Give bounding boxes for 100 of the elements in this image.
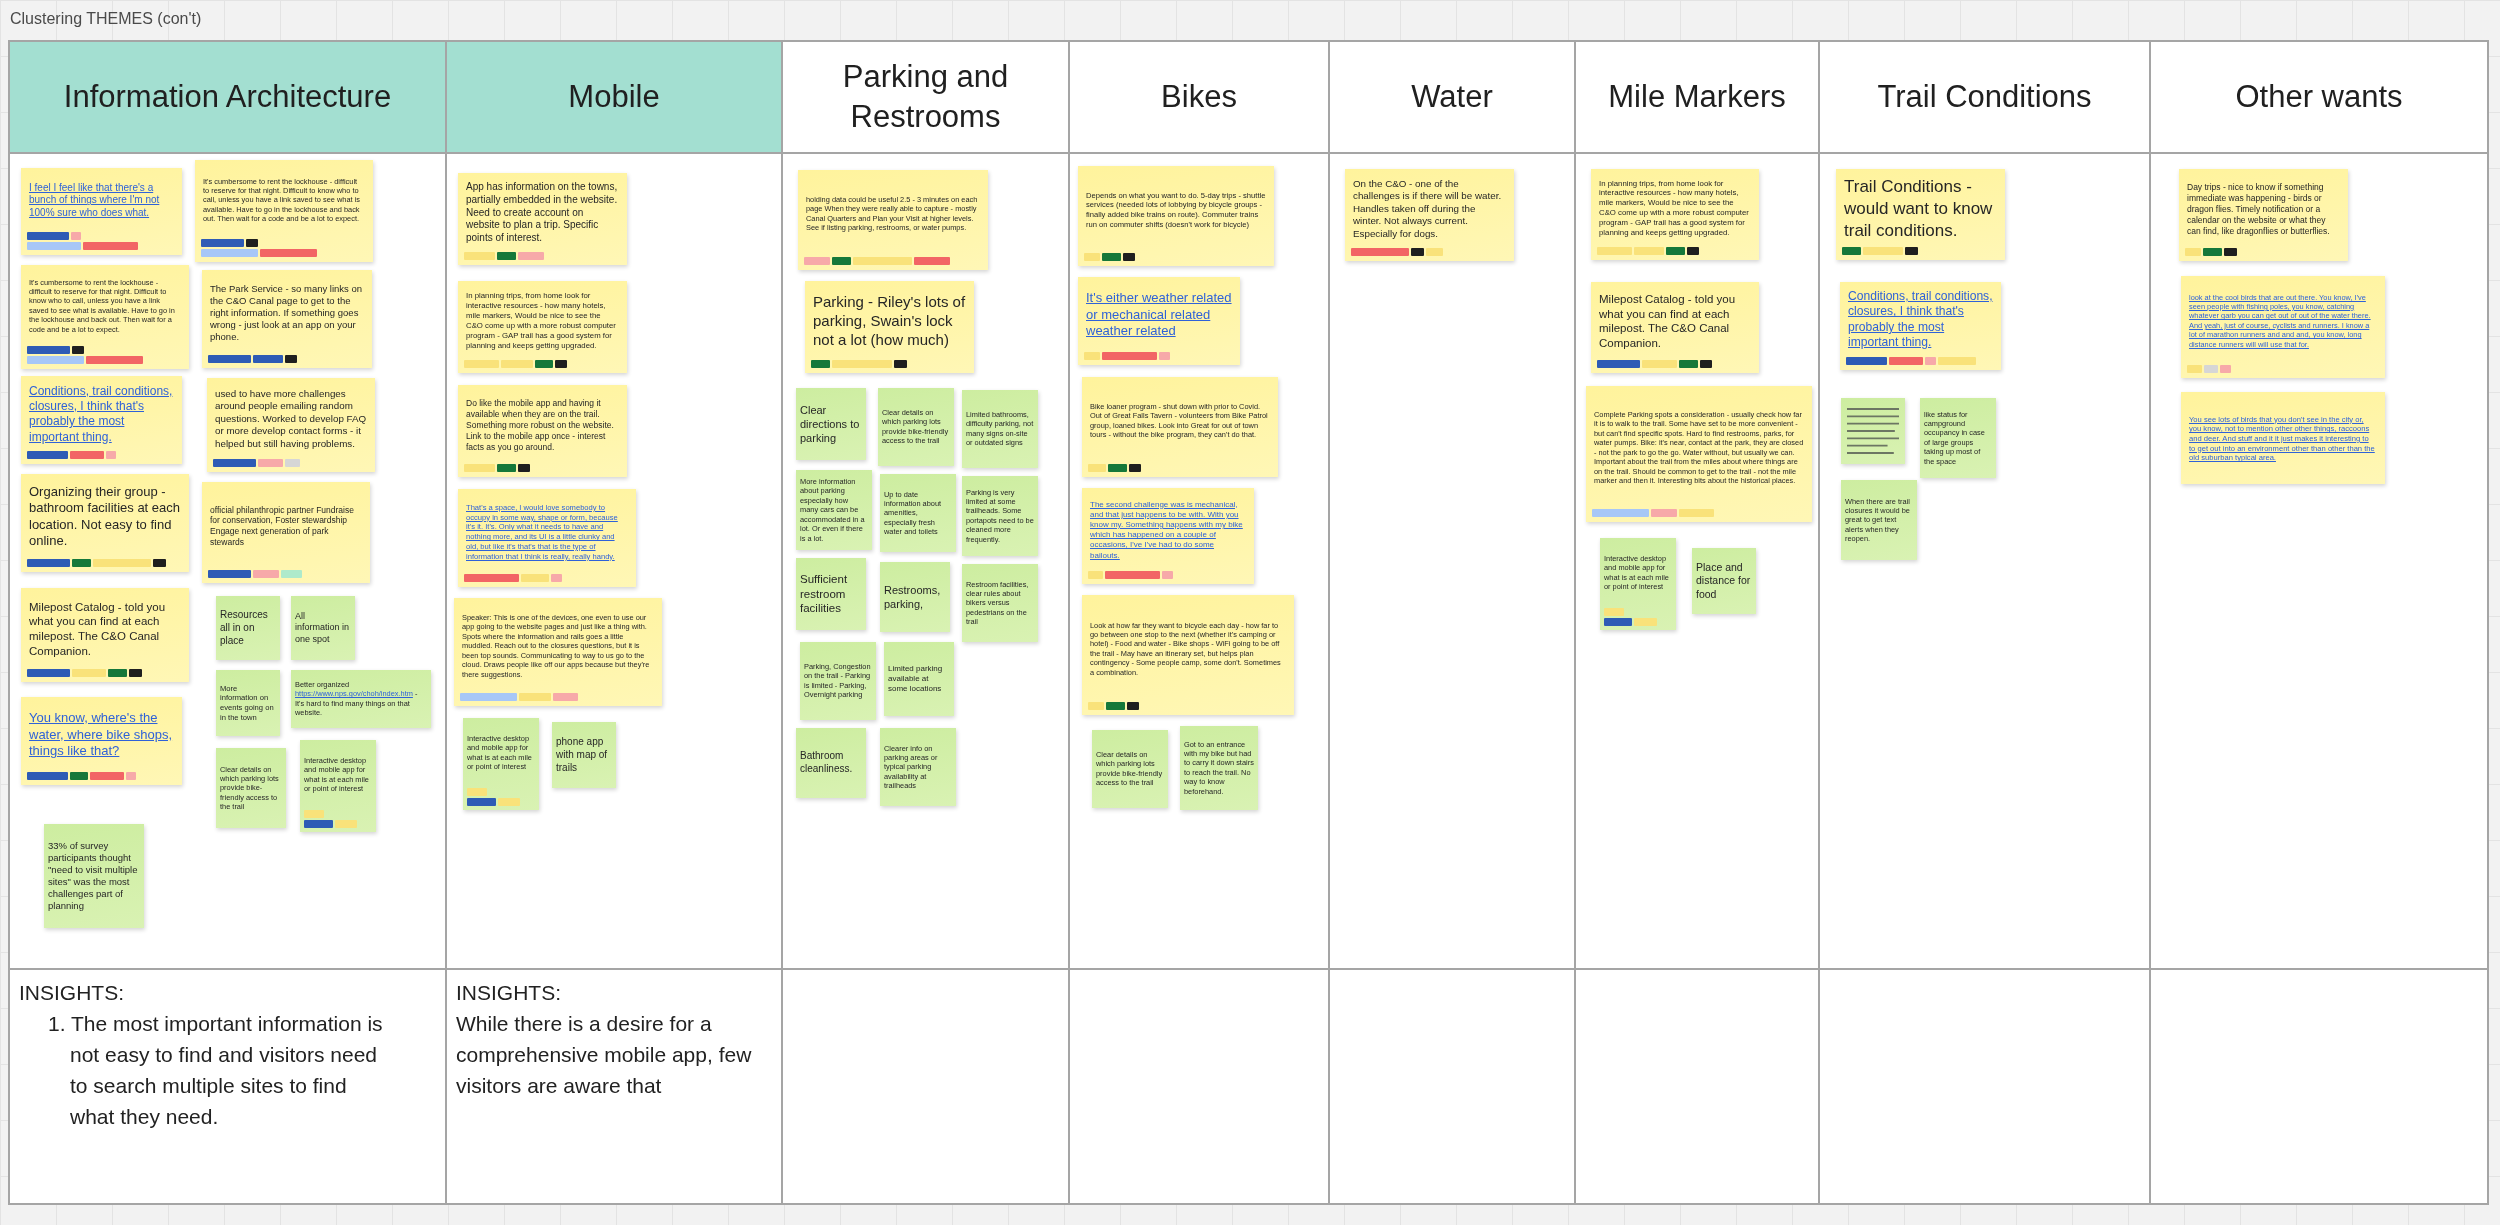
note-text: Milepost Catalog - told you what you can find at each milepost. The C&O Canal Companion.	[29, 599, 167, 659]
sticky-note	[796, 728, 866, 798]
sticky-note	[1082, 377, 1278, 477]
sticky-note	[216, 596, 280, 660]
sticky-note	[202, 482, 370, 583]
sticky-note	[1600, 538, 1676, 630]
note-text: Place and distance for food	[1696, 561, 1752, 602]
sticky-note	[800, 642, 876, 720]
quote-text: You know, where's the water, where bike shops, things like that?	[29, 710, 174, 760]
quote-text: The second challenge was is mechanical, and that just happens to be with. With you know my. Something happens with my bike which has happened on a couple of occasions, I've I've had to do some bailouts.	[1090, 499, 1244, 561]
theme-column	[2149, 40, 2489, 1205]
sticky-note	[463, 718, 539, 810]
sticky-note	[291, 596, 355, 660]
column-header: Information Architecture	[10, 42, 445, 154]
sticky-note	[21, 265, 189, 369]
sticky-note	[880, 728, 956, 806]
sticky-note	[1092, 730, 1168, 808]
sticky-note	[2181, 276, 2385, 378]
sticky-note	[454, 598, 662, 706]
sticky-note	[1591, 282, 1759, 373]
sticky-note	[805, 281, 974, 373]
sticky-note	[458, 385, 627, 477]
quote-text: Conditions, trail conditions, closures, I think that's probably the most important thing.	[1848, 289, 1993, 351]
sticky-note	[796, 558, 866, 630]
note-text: Resources all in on place	[220, 609, 269, 648]
sticky-note	[1920, 398, 1996, 478]
note-text: Do like the mobile app and having it available when they are on the trail. Something more robust on the website. Link to the mobile app once - interest facts as you go around.	[466, 398, 615, 453]
sticky-note	[458, 489, 636, 587]
note-text: All information in one spot	[295, 610, 351, 646]
note-text: Trail Conditions - would want to know trail conditions.	[1844, 176, 1994, 242]
note-text: used to have more challenges around people emailing random questions. Worked to develop FAQ or more develop contact forms - it helped but still having problems.	[215, 387, 367, 451]
sticky-note	[1586, 386, 1812, 522]
sticky-note	[195, 160, 373, 262]
note-text: On the C&O - one of the challenges is if there will be water. Handles taken off during the winter. Not always current. Especially for dogs.	[1353, 177, 1503, 241]
sticky-note	[1591, 169, 1759, 260]
note-text: Day trips - nice to know if something immediate was happening - birds or dragon flies. Timely notification or a calendar on the website or what they can find, like dragonflies or butterflies.	[2187, 182, 2331, 237]
sticky-note	[216, 748, 286, 828]
board-title: Clustering THEMES (con't)	[10, 9, 202, 29]
column-header: Mobile	[447, 42, 781, 154]
note-text: Milepost Catalog - told you what you can find at each milepost. The C&O Canal Companion.	[1599, 292, 1737, 351]
sticky-note	[216, 670, 280, 736]
note-text: Parking - Riley's lots of parking, Swain's lock not a lot (how much)	[813, 292, 966, 350]
theme-column	[1574, 40, 1820, 1205]
sticky-note	[2179, 169, 2348, 261]
note-text: Clear directions to parking	[800, 403, 861, 446]
sticky-note	[1180, 726, 1258, 810]
sticky-note	[1078, 166, 1274, 266]
theme-column	[1068, 40, 1330, 1205]
sticky-note	[21, 588, 189, 682]
insights-heading: INSIGHTS:	[456, 980, 562, 1006]
sticky-note	[1082, 595, 1294, 715]
theme-column	[781, 40, 1070, 1205]
note-text: Restrooms, parking,	[884, 583, 942, 612]
quote-text: Conditions, trail conditions, closures, I think that's probably the most important thing.	[29, 383, 174, 445]
sticky-note	[1692, 548, 1756, 614]
note-text: Limited parking available at some locations	[888, 663, 944, 695]
sticky-note	[458, 173, 627, 265]
sticky-note	[962, 390, 1038, 468]
note-text: official philanthropic partner Fundraise for conservation, Foster stewardship Engage next generation of park stewards	[210, 504, 355, 548]
insights-text: While there is a desire for a comprehensive mobile app, few visitors are aware that	[456, 1011, 753, 1099]
sticky-note	[291, 670, 431, 728]
theme-column	[8, 40, 447, 1205]
theme-column	[445, 40, 783, 1205]
sticky-note	[300, 740, 376, 832]
note-text: The Park Service - so many links on the C&O Canal page to get to the right information. If something goes wrong - just look at an app on your phone.	[210, 282, 364, 344]
sticky-note	[878, 388, 954, 466]
note-text: App has information on the towns, partially embedded in the website. Need to create account on website to plan a trip. Specific points of interest.	[466, 181, 619, 245]
sticky-note	[1345, 169, 1514, 261]
sticky-note	[1840, 282, 2001, 370]
sticky-note	[880, 474, 956, 552]
sticky-note	[458, 281, 627, 373]
quote-text: I feel I feel like that there's a bunch of things where I'm not 100% sure who does what.	[29, 181, 161, 220]
sticky-note	[21, 168, 182, 255]
sticky-note	[796, 470, 872, 550]
sticky-note	[884, 642, 954, 716]
note-text: 33% of survey participants thought "need to visit multiple sites" was the most challenges part of planning	[48, 839, 139, 913]
sticky-note	[962, 564, 1038, 642]
note-text: Sufficient restroom facilities	[800, 572, 849, 617]
sticky-note	[1078, 277, 1240, 365]
note-text: Organizing their group - bathroom facilities at each location. Not easy to find online.	[29, 483, 181, 550]
sticky-note	[21, 376, 182, 464]
sticky-note	[21, 474, 189, 572]
note-text: Bathroom cleanliness.	[800, 750, 854, 776]
quote-text: It's either weather related or mechanical related weather related	[1086, 290, 1232, 340]
sticky-note	[962, 476, 1038, 556]
insights-text: 1. The most important information is not easy to find and visitors need to search multiple sites to find what they need.	[48, 1011, 384, 1130]
sticky-note	[1836, 169, 2005, 260]
insights-heading: INSIGHTS:	[19, 980, 125, 1006]
sticky-note	[1841, 480, 1917, 560]
theme-column	[1328, 40, 1576, 1205]
sticky-note	[880, 562, 950, 632]
sticky-note	[1082, 488, 1254, 584]
sticky-note	[207, 378, 375, 472]
sticky-note	[44, 824, 144, 928]
sticky-note	[796, 388, 866, 460]
note-text: phone app with map of trails	[556, 736, 609, 775]
sticky-note	[21, 697, 182, 785]
sticky-note	[1841, 398, 1905, 464]
sticky-note	[798, 170, 988, 270]
theme-column	[1818, 40, 2151, 1205]
